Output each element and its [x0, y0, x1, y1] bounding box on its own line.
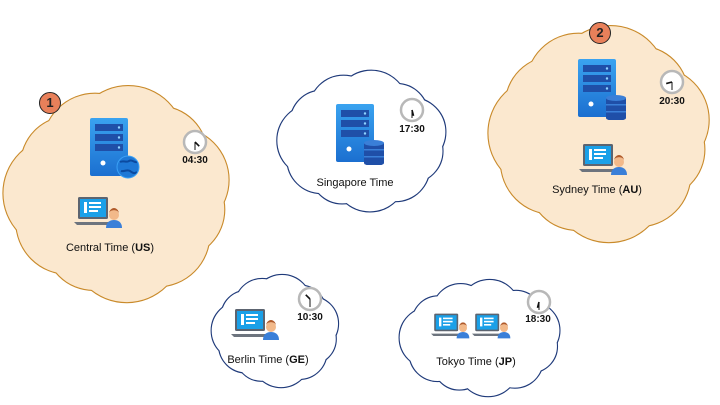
laptop-user-icon [431, 312, 470, 345]
label-text: Sydney Time [552, 184, 619, 196]
clock-icon [399, 97, 425, 128]
cloud-lobe [438, 294, 525, 382]
label-code: AU [622, 184, 639, 196]
label-code: GE [289, 354, 305, 366]
server-globe-icon [88, 117, 140, 184]
laptop-user-icon [231, 307, 279, 348]
laptop-user-icon [472, 312, 511, 345]
laptop-user-icon [579, 142, 627, 183]
label-text: Berlin Time [227, 354, 286, 366]
server-database-icon [334, 103, 386, 170]
server-database-icon [576, 58, 628, 125]
time-singapore: 17:30 [399, 124, 425, 135]
label-text: Tokyo Time [436, 356, 495, 368]
cloud-lobe [520, 53, 683, 215]
time-central: 04:30 [182, 155, 208, 166]
clock-icon [297, 286, 323, 317]
time-berlin: 10:30 [297, 312, 323, 323]
label-text: Central Time [65, 242, 132, 254]
label-berlin: Berlin Time (GE) [227, 354, 309, 366]
laptop-user-icon [74, 195, 122, 236]
badge-2: 2 [589, 22, 611, 44]
cloud-lobe [38, 113, 200, 275]
clock-icon [526, 289, 552, 320]
label-sydney: Sydney Time (AU) [552, 184, 642, 196]
clock-icon [182, 129, 208, 160]
time-tokyo: 18:30 [525, 314, 551, 325]
badge-1: 1 [39, 92, 61, 114]
clock-icon [659, 69, 685, 100]
label-central: Central Time (US) [65, 242, 155, 254]
time-sydney: 20:30 [659, 96, 685, 107]
label-tokyo: Tokyo Time (JP) [436, 356, 516, 368]
label-code: US [135, 242, 151, 254]
label-singapore: Singapore Time [316, 177, 394, 189]
label-code: JP [498, 356, 513, 368]
